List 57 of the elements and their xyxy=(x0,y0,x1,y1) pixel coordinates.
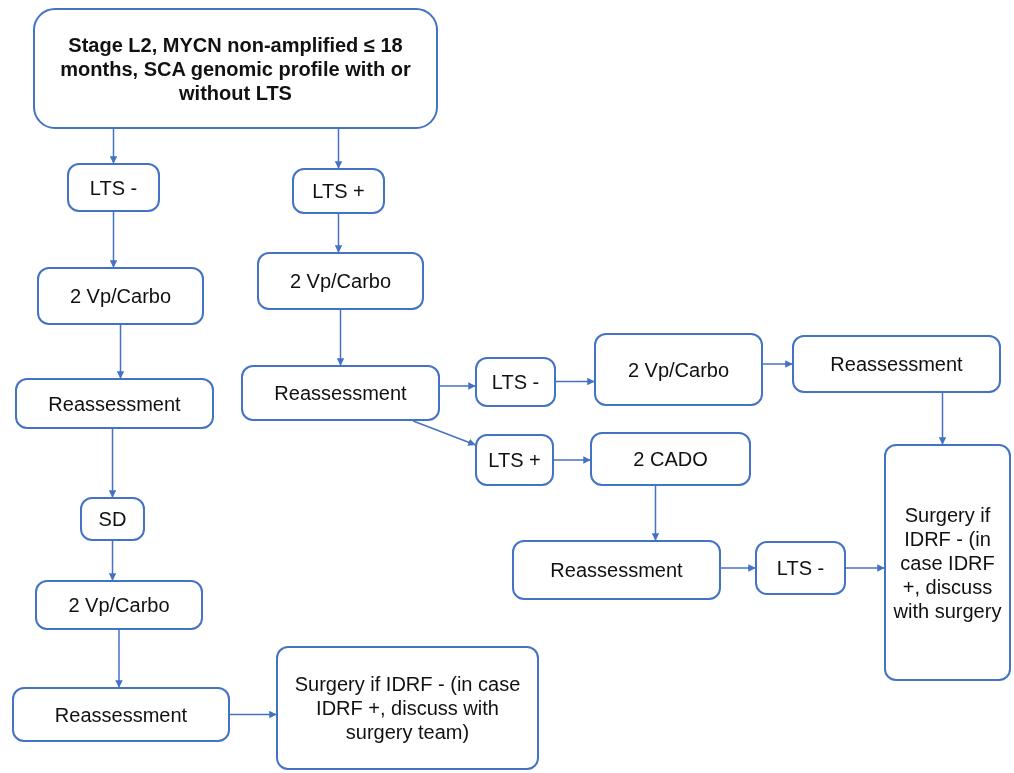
box-text: 2 Vp/Carbo xyxy=(289,269,392,293)
box-text: Surgery if IDRF - (in case IDRF +, discuss with surgery team) xyxy=(293,672,522,744)
arrow xyxy=(845,564,885,572)
arrow xyxy=(553,456,591,464)
process-box xyxy=(15,378,214,429)
arrow xyxy=(109,128,118,164)
process-box xyxy=(475,434,554,486)
process-box xyxy=(292,168,385,214)
arrow xyxy=(334,128,343,169)
arrow xyxy=(439,382,476,390)
arrow xyxy=(108,540,117,581)
process-box xyxy=(80,497,145,541)
process-box xyxy=(884,444,1011,681)
box-text: 2 Vp/Carbo xyxy=(69,284,172,308)
process-box xyxy=(257,252,424,310)
box-text: LTS + xyxy=(488,448,541,472)
arrow xyxy=(938,392,947,445)
box-text: Reassessment xyxy=(48,391,181,416)
box-text: 2 CADO xyxy=(633,447,708,471)
box-text: Reassessment xyxy=(550,558,683,582)
process-box xyxy=(12,687,230,742)
process-box xyxy=(35,580,203,630)
process-box xyxy=(475,357,556,407)
arrow xyxy=(336,309,345,366)
arrow xyxy=(334,213,343,253)
box-text: 2 Vp/Carbo xyxy=(627,357,730,382)
arrow xyxy=(109,211,118,268)
arrow xyxy=(229,710,277,719)
process-box xyxy=(512,540,721,600)
box-text: 2 Vp/Carbo xyxy=(68,593,170,617)
process-box xyxy=(594,333,763,406)
box-text: LTS - xyxy=(89,175,138,200)
arrow xyxy=(116,324,125,379)
box-text: LTS - xyxy=(491,370,540,394)
arrow xyxy=(555,377,595,386)
arrow xyxy=(115,629,123,688)
start-box xyxy=(33,8,438,129)
arrow xyxy=(720,564,756,572)
box-text: Reassessment xyxy=(830,352,963,376)
arrow xyxy=(412,420,476,446)
box-text: LTS - xyxy=(776,556,825,580)
box-text: Reassessment xyxy=(54,702,188,727)
box-text: Surgery if IDRF - (in case IDRF +, discuss with surgery xyxy=(892,502,1003,623)
box-text: LTS + xyxy=(312,179,365,203)
process-box xyxy=(590,432,751,486)
process-box xyxy=(755,541,846,595)
box-text: Stage L2, MYCN non-amplified ≤ 18 months, SCA genomic profile with or without LTS xyxy=(59,32,412,105)
process-box xyxy=(67,163,160,212)
process-box xyxy=(792,335,1001,393)
process-box xyxy=(276,646,539,770)
box-text: Reassessment xyxy=(274,381,407,405)
arrow xyxy=(651,485,660,541)
box-text: SD xyxy=(98,507,127,531)
arrow xyxy=(108,428,117,498)
process-box xyxy=(37,267,204,325)
process-box xyxy=(241,365,440,421)
arrow xyxy=(762,360,793,368)
